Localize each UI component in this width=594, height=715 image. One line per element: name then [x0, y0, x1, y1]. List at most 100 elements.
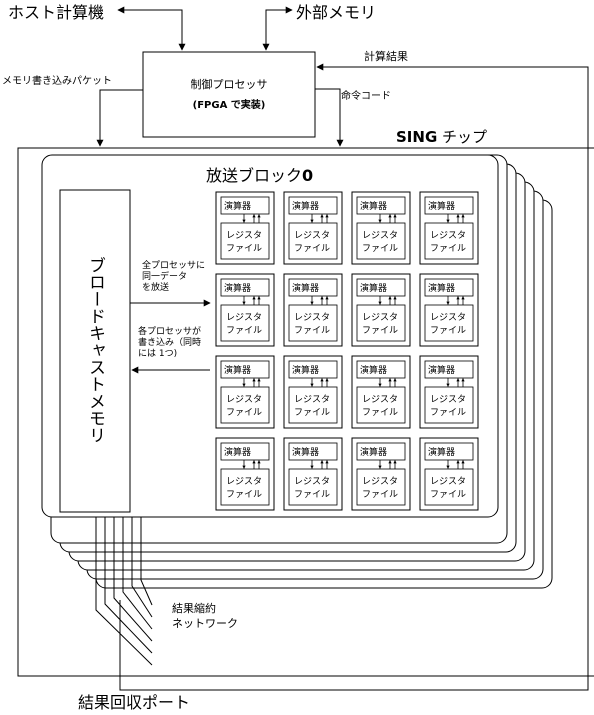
reduction-line-2 — [104, 517, 153, 654]
alu-box — [288, 196, 338, 215]
register-file-box — [288, 222, 338, 260]
register-file-box — [424, 468, 474, 506]
register-file-label-line1: レジスタ — [226, 312, 262, 323]
register-file-label-line1: レジスタ — [362, 312, 398, 323]
calc-result-line — [119, 63, 589, 691]
alu-label: 演算器 — [292, 364, 319, 376]
instruction-code-line — [315, 88, 344, 147]
alu-label: 演算器 — [224, 364, 251, 376]
register-file-label-line1: レジスタ — [294, 230, 330, 241]
external-memory-label: 外部メモリ — [296, 3, 376, 22]
register-file-box — [220, 222, 270, 260]
register-file-label-line2: ファイル — [430, 244, 466, 254]
register-file-label-line1: レジスタ — [362, 476, 398, 487]
register-file-label-line2: ファイル — [294, 244, 330, 254]
alu-label: 演算器 — [360, 446, 387, 458]
register-file-label-line2: ファイル — [294, 490, 330, 500]
extmem-to-controller-link — [262, 9, 270, 51]
alu-label: 演算器 — [224, 446, 251, 458]
register-file-label-line1: レジスタ — [430, 312, 466, 323]
register-file-label-line2: ファイル — [226, 490, 262, 500]
control-processor-label: 制御プロセッサ — [191, 77, 268, 91]
reduction-line-1 — [95, 517, 153, 666]
register-file-label-line1: レジスタ — [294, 476, 330, 487]
alu-box — [356, 442, 406, 461]
register-file-box — [288, 468, 338, 506]
register-file-box — [220, 386, 270, 424]
alu-box — [288, 360, 338, 379]
alu-label: 演算器 — [292, 282, 319, 294]
alu-box — [220, 442, 270, 461]
register-file-label-line1: レジスタ — [294, 312, 330, 323]
register-file-label-line1: レジスタ — [226, 476, 262, 487]
alu-label: 演算器 — [224, 200, 251, 212]
register-file-label-line2: ファイル — [226, 326, 262, 336]
register-file-box — [288, 386, 338, 424]
register-file-label-line2: ファイル — [294, 326, 330, 336]
host-computer-label: ホスト計算機 — [8, 3, 104, 22]
alu-label: 演算器 — [224, 282, 251, 294]
alu-box — [424, 196, 474, 215]
register-file-label-line2: ファイル — [362, 244, 398, 254]
register-file-label-line2: ファイル — [294, 408, 330, 418]
register-file-label-line2: ファイル — [226, 408, 262, 418]
register-file-label-line1: レジスタ — [362, 230, 398, 241]
alu-label: 演算器 — [428, 200, 455, 212]
alu-box — [424, 360, 474, 379]
reduction-line-4 — [122, 517, 153, 630]
processor-grid: 演算器レジスタファイル演算器レジスタファイル演算器レジスタファイル演算器レジスタ… — [215, 191, 479, 511]
register-file-label-line2: ファイル — [362, 408, 398, 418]
register-file-box — [356, 468, 406, 506]
alu-label: 演算器 — [360, 200, 387, 212]
sing-chip-box — [17, 147, 594, 677]
register-file-box — [356, 222, 406, 260]
sing-chip-title: SING チップ — [396, 128, 487, 146]
register-file-box — [424, 386, 474, 424]
alu-label: 演算器 — [428, 364, 455, 376]
register-file-label-line1: レジスタ — [362, 394, 398, 405]
result-port-label: 結果回収ポート — [78, 693, 190, 712]
broadcast-memory-box — [59, 189, 131, 513]
broadcast-memory-label: ブロードキャストメモリ — [85, 256, 105, 443]
register-file-label-line1: レジスタ — [294, 394, 330, 405]
alu-box — [220, 278, 270, 297]
register-file-box — [424, 222, 474, 260]
register-file-label-line2: ファイル — [430, 408, 466, 418]
memory-write-packet-label: メモリ書き込みパケット — [2, 74, 112, 87]
alu-label: 演算器 — [360, 282, 387, 294]
instruction-code-label: 命令コード — [341, 89, 391, 102]
alu-box — [356, 278, 406, 297]
reduction-network-label: 結果縮約 ネットワーク — [172, 601, 238, 630]
alu-box — [288, 442, 338, 461]
register-file-label-line2: ファイル — [430, 326, 466, 336]
register-file-label-line1: レジスタ — [226, 230, 262, 241]
alu-box — [288, 278, 338, 297]
reduction-line-3 — [113, 517, 153, 642]
register-file-label-line1: レジスタ — [430, 476, 466, 487]
register-file-label-line1: レジスタ — [226, 394, 262, 405]
control-processor-impl-label: (FPGA で実装) — [193, 98, 266, 111]
alu-box — [356, 196, 406, 215]
register-file-box — [356, 304, 406, 342]
alu-box — [424, 442, 474, 461]
register-file-label-line1: レジスタ — [430, 394, 466, 405]
alu-label: 演算器 — [292, 200, 319, 212]
register-file-box — [288, 304, 338, 342]
alu-box — [356, 360, 406, 379]
register-file-box — [220, 304, 270, 342]
